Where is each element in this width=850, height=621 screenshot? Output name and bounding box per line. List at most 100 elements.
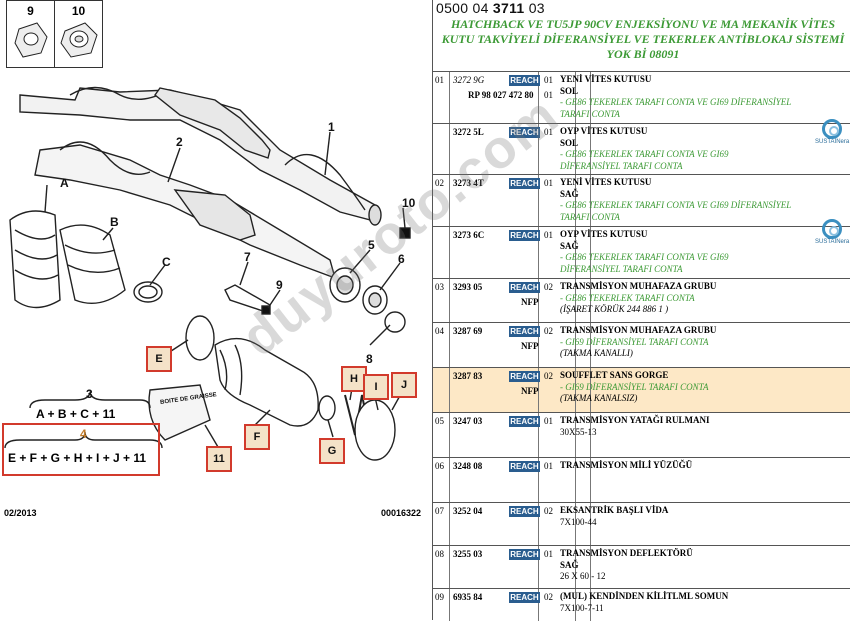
part-title: TRANSMİSYON MUHAFAZA GRUBU (560, 325, 717, 335)
part-reference: 3287 69 (453, 326, 483, 336)
callout-box-E: E (146, 346, 172, 372)
diagram-date: 02/2013 (4, 508, 37, 518)
table-cell (433, 503, 450, 546)
part-note: (TAKMA KANALLI) (560, 348, 633, 358)
table-cell (576, 589, 591, 621)
reach-badge: REACH (509, 75, 540, 86)
part-note: (TAKMA KANALSIZ) (560, 393, 638, 403)
quantity: 02 (544, 506, 553, 516)
table-cell (539, 279, 576, 323)
quantity: 01 (544, 416, 553, 426)
group-number: 02 (435, 178, 444, 188)
part-title: OYP VİTES KUTUSU (560, 126, 648, 136)
table-cell (539, 368, 576, 413)
reach-badge: REACH (509, 592, 540, 603)
quantity: 01 (544, 75, 553, 85)
table-cell (576, 503, 591, 546)
part-reference: 6935 84 (453, 592, 483, 602)
table-cell (450, 72, 539, 124)
quantity: 02 (544, 371, 553, 381)
table-cell (450, 323, 539, 368)
collar-nut-icon (60, 22, 98, 58)
panel-divider (432, 0, 433, 620)
part-title: YENİ VİTES KUTUSU (560, 74, 652, 84)
part-reference: 3293 05 (453, 282, 483, 292)
part-side: SOL (560, 85, 579, 96)
callout-A: A (60, 176, 69, 190)
reach-badge: REACH (509, 506, 540, 517)
part-reference: 3252 04 (453, 506, 483, 516)
group-number: 05 (435, 416, 444, 426)
group-number: 04 (435, 326, 444, 336)
callout-B: B (110, 215, 119, 229)
table-cell (576, 227, 591, 279)
group-number: 03 (435, 282, 444, 292)
reach-badge: REACH (509, 371, 540, 382)
part-title: YENİ VİTES KUTUSU (560, 177, 652, 187)
sustainera-logo: SUSTAINera (815, 119, 849, 145)
table-cell (539, 503, 576, 546)
table-cell (433, 175, 450, 227)
table-cell (576, 175, 591, 227)
ref-prefix: 0500 04 (436, 0, 489, 16)
table-cell (433, 72, 450, 124)
table-cell (539, 175, 576, 227)
callout-6: 6 (398, 252, 405, 266)
part-reference: 3272 9G (453, 75, 485, 85)
table-cell (576, 546, 591, 589)
part-title: OYP VİTES KUTUSU (560, 229, 648, 239)
table-cell (450, 503, 539, 546)
table-cell (450, 458, 539, 503)
group-number: 07 (435, 506, 444, 516)
nut-icon (14, 22, 48, 58)
part-dimension: 26 X 60 - 12 (560, 571, 606, 581)
compat-note: TARAFI CONTA (560, 211, 620, 222)
callout-9: 9 (276, 278, 283, 292)
part-side: SOL (560, 137, 579, 148)
quantity: 02 (544, 326, 553, 336)
reach-badge: REACH (509, 326, 540, 337)
callout-box-I: I (363, 374, 389, 400)
thumbnail-part-10: 10 (54, 0, 103, 68)
part-side: SAĞ (560, 559, 579, 570)
part-title: EKSANTRİK BAŞLI VİDA (560, 505, 669, 515)
table-cell (576, 323, 591, 368)
reach-badge: REACH (509, 282, 540, 293)
quantity: 01 (544, 461, 553, 471)
part-reference: 3272 5L (453, 127, 484, 137)
callout-7: 7 (244, 250, 251, 264)
sustainera-label: SUSTAINera (815, 139, 850, 145)
part-reference: 3248 08 (453, 461, 483, 471)
formula-index-4: 4 (80, 427, 87, 441)
part-title: (MUL) KENDİNDEN KİLİTLML SOMUN (560, 591, 729, 601)
sustainera-logo: SUSTAINera (815, 219, 849, 245)
part-description: TRANSMİSYON MİLİ YÜZÜĞÜ (560, 460, 848, 472)
group-number: 08 (435, 549, 444, 559)
quantity: 01 (544, 549, 553, 559)
table-cell (433, 589, 450, 621)
table-cell (433, 124, 450, 175)
callout-1: 1 (328, 120, 335, 134)
table-cell (450, 279, 539, 323)
compat-note: DİFERANSİYEL TARAFI CONTA (560, 263, 683, 274)
part-note: (İŞARET KÖRÜK 244 886 1 ) (560, 304, 669, 314)
ref-suffix: 03 (528, 0, 545, 16)
reach-badge: REACH (509, 461, 540, 472)
quantity: 01 (544, 178, 553, 188)
table-cell (450, 368, 539, 413)
exploded-diagram: 9 10 1 2 5 6 7 8 9 10 A B C E F G H I J … (2, 0, 422, 518)
callout-10: 10 (402, 196, 416, 210)
thumbnail-label: 9 (27, 4, 34, 18)
compat-note: - GE86 TEKERLEK TARAFI CONTA VE GI69 DİF… (560, 200, 792, 210)
table-cell (576, 72, 591, 124)
table-cell (576, 458, 591, 503)
table-cell (433, 458, 450, 503)
reach-badge: REACH (509, 127, 540, 138)
formula-index-3: 3 (86, 387, 93, 401)
